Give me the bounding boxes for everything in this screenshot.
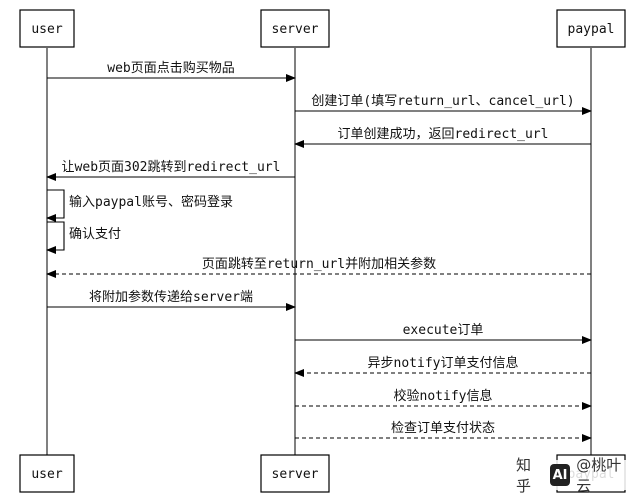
message-label-12: 检查订单支付状态	[391, 421, 495, 436]
watermark: 知乎 AI @桃叶云	[512, 456, 638, 495]
message-label-11: 校验notify信息	[394, 388, 493, 404]
message-label-2: 创建订单(填写return_url、cancel_url)	[311, 94, 574, 109]
svg-text:user: user	[31, 22, 62, 37]
svg-text:user: user	[31, 467, 62, 482]
svg-text:server: server	[272, 467, 319, 482]
watermark-site: 知乎	[516, 456, 532, 495]
message-arrow-6	[46, 221, 65, 254]
participant-user-bottom: user	[19, 454, 75, 493]
message-label-7: 页面跳转至return_url并附加相关参数	[202, 256, 436, 272]
watermark-author: @桃叶云	[576, 456, 622, 495]
watermark-logo-icon: AI	[549, 464, 571, 486]
message-label-4: 让web页面302跳转到redirect_url	[62, 160, 281, 175]
message-arrow-5	[46, 189, 65, 222]
participant-paypal-top: paypal	[556, 9, 626, 48]
message-label-3: 订单创建成功，返回redirect_url	[338, 127, 549, 142]
message-label-6: 确认支付	[69, 227, 121, 242]
message-label-1: web页面点击购买物品	[107, 60, 234, 76]
message-label-8: 将附加参数传递给server端	[89, 289, 253, 305]
message-label-9: execute订单	[403, 323, 484, 338]
svg-text:server: server	[272, 22, 319, 37]
svg-text:paypal: paypal	[568, 22, 615, 37]
participant-server-bottom: server	[260, 454, 330, 493]
message-label-10: 异步notify订单支付信息	[368, 355, 519, 371]
message-label-5: 输入paypal账号、密码登录	[69, 194, 233, 210]
participant-server-top: server	[260, 9, 330, 48]
participant-user-top: user	[19, 9, 75, 48]
